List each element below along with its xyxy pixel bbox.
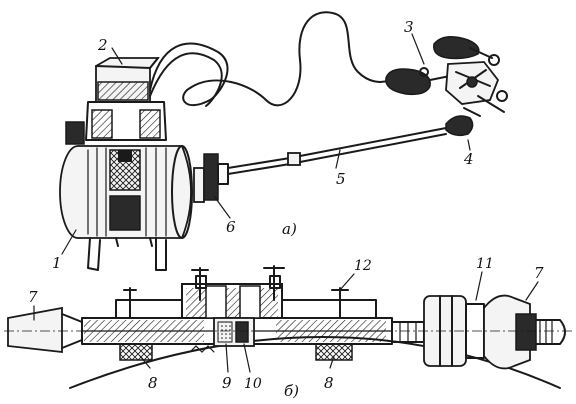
callout-4: 4	[463, 150, 474, 168]
callout-8-right: 8	[324, 374, 334, 392]
callout-1: 1	[52, 254, 62, 272]
callout-11: 11	[476, 256, 494, 272]
callout-10: 10	[244, 376, 262, 392]
callout-8-left: 8	[148, 374, 158, 392]
flexible-shaft	[227, 127, 447, 175]
leader-lines-b	[33, 271, 539, 373]
callout-6: 6	[226, 218, 236, 236]
callout-5: 5	[336, 170, 346, 188]
electric-motor	[59, 57, 229, 271]
sectional-view	[4, 265, 572, 389]
callout-7-left: 7	[28, 288, 38, 306]
panel-label-b: б)	[284, 382, 299, 400]
callout-3: 3	[404, 18, 414, 36]
callout-9: 9	[222, 374, 232, 392]
callout-12: 12	[354, 258, 372, 274]
tool-head	[385, 36, 508, 137]
leader-lines-a	[61, 33, 471, 255]
callout-2: 2	[97, 36, 108, 54]
callout-7-right: 7	[534, 264, 544, 282]
panel-label-a: а)	[282, 220, 297, 238]
